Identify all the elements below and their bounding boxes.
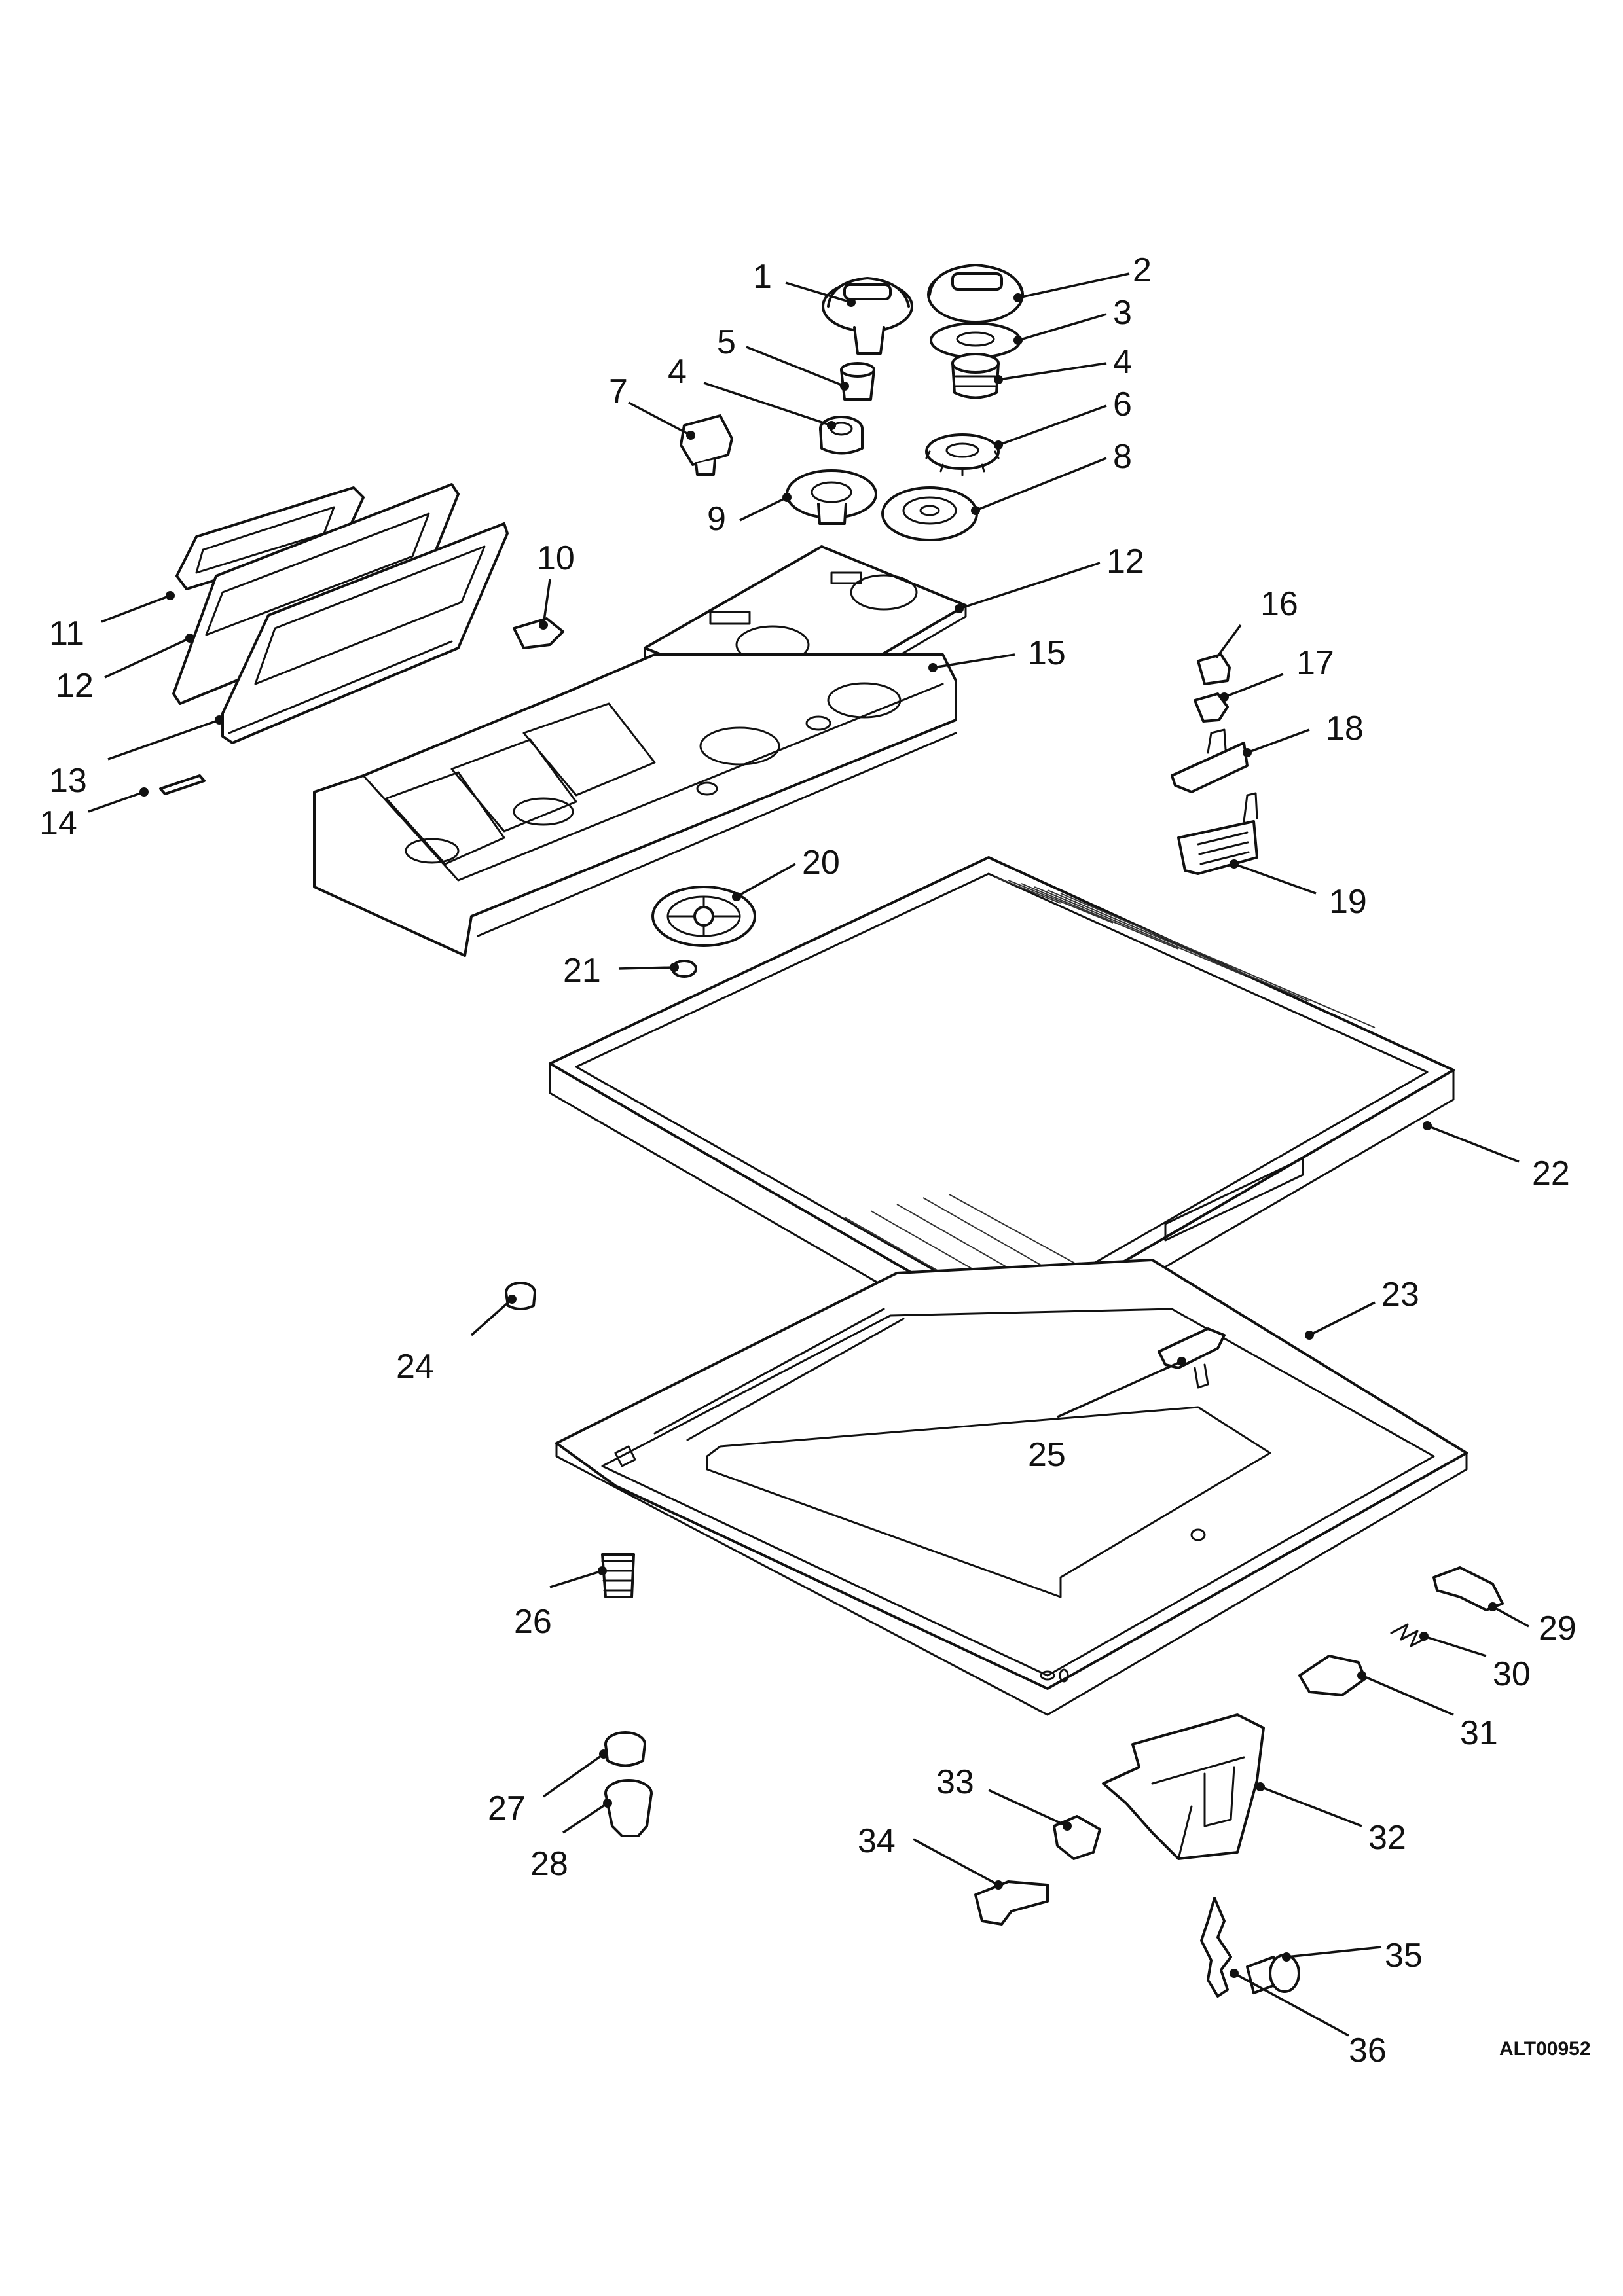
part-window-panel-12a: [172, 483, 460, 705]
callout-34: 34: [858, 1822, 896, 1860]
callout-12a: 12: [56, 667, 94, 705]
callout-28: 28: [530, 1845, 568, 1883]
leader-dots: [139, 293, 1497, 1978]
callout-31: 31: [1460, 1714, 1498, 1752]
part-button-16: [1197, 653, 1231, 685]
part-gear-6: [925, 433, 1000, 476]
callout-3: 3: [1113, 294, 1132, 332]
part-top-frame-23: [555, 1259, 1468, 1716]
callout-16: 16: [1260, 585, 1298, 623]
part-spring-30: [1390, 1623, 1429, 1647]
callout-9: 9: [707, 500, 726, 538]
part-switch-housing-32: [1102, 1713, 1265, 1860]
callout-4a: 4: [668, 353, 687, 391]
callout-2: 2: [1133, 251, 1152, 289]
part-dial-9: [786, 469, 877, 525]
part-clip-10: [513, 617, 564, 649]
callout-15: 15: [1028, 634, 1066, 672]
callout-12b: 12: [1106, 543, 1144, 581]
callout-8: 8: [1113, 438, 1132, 476]
callout-13: 13: [49, 762, 87, 800]
callout-10: 10: [537, 539, 575, 577]
part-knob-7: [680, 414, 733, 476]
callout-20: 20: [802, 844, 840, 882]
part-wheel-20: [651, 886, 756, 947]
callout-35: 35: [1385, 1937, 1423, 1975]
callout-22: 22: [1532, 1155, 1570, 1193]
part-pin-35: [1246, 1954, 1300, 1994]
callout-29: 29: [1539, 1609, 1577, 1647]
part-bushing-4a: [819, 416, 864, 455]
callout-18: 18: [1326, 709, 1364, 747]
callout-labels: 1 2 3 4 4 5 6 7 8 9 10 11 12 12 13 14 15…: [39, 251, 1577, 2070]
part-washer-3: [930, 322, 1021, 359]
callout-5: 5: [717, 323, 736, 361]
part-pin-14: [159, 774, 206, 795]
callout-4b: 4: [1113, 343, 1132, 381]
callout-11: 11: [49, 615, 84, 653]
part-latch-31: [1298, 1655, 1366, 1696]
reference-code: ALT00952: [1499, 2038, 1591, 2060]
part-spring-26: [601, 1553, 635, 1598]
part-knob-1: [822, 277, 913, 355]
part-console-housing-15: [313, 653, 957, 957]
callout-25: 25: [1028, 1436, 1066, 1474]
leader-lines: [88, 272, 1529, 2037]
callout-21: 21: [563, 952, 601, 990]
part-lever-36: [1200, 1897, 1232, 1998]
part-cap-17: [1194, 692, 1229, 723]
callout-30: 30: [1493, 1655, 1531, 1693]
callout-6: 6: [1113, 386, 1132, 423]
callout-1: 1: [753, 258, 772, 296]
callout-32: 32: [1368, 1819, 1406, 1857]
callout-14: 14: [39, 804, 77, 842]
part-bushing-4b: [951, 353, 1000, 399]
callout-36: 36: [1349, 2032, 1387, 2070]
callout-17: 17: [1296, 644, 1334, 682]
callout-33: 33: [936, 1763, 974, 1801]
callout-27: 27: [488, 1789, 526, 1827]
callout-26: 26: [514, 1603, 552, 1641]
part-clip-34: [974, 1880, 1049, 1926]
callout-23: 23: [1381, 1276, 1419, 1314]
part-switch-18: [1171, 728, 1249, 793]
part-knob-2: [927, 264, 1024, 323]
callout-19: 19: [1329, 883, 1367, 921]
part-foot-28: [604, 1779, 653, 1837]
part-shaft-5: [840, 362, 875, 401]
part-dial-8: [881, 486, 978, 541]
callout-7: 7: [609, 372, 628, 410]
part-hinge-25: [1158, 1327, 1226, 1389]
part-bracket-19: [1177, 792, 1258, 875]
part-panel-bracket-13: [221, 522, 509, 744]
part-cap-27: [604, 1731, 646, 1767]
callout-24: 24: [396, 1348, 434, 1386]
